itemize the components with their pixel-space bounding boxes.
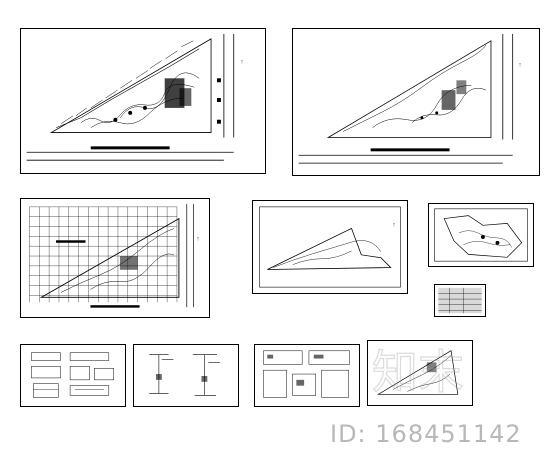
detail-plan-small-drawing	[434, 208, 528, 262]
site-plan-sheet-1: ↑	[20, 28, 266, 174]
detail-drawing-1	[31, 352, 114, 398]
site-plan-drawing-1: ↑	[26, 33, 244, 161]
legend-table-sheet	[434, 284, 486, 317]
watermark-logo: 知末	[371, 344, 464, 399]
svg-text:↑: ↑	[241, 60, 244, 66]
grid-plan-sheet: ↑	[20, 198, 210, 318]
svg-text:↑: ↑	[197, 236, 200, 242]
detail-drawing-4	[377, 350, 459, 395]
site-plan-drawing-2: ↑	[298, 33, 522, 164]
svg-text:↑: ↑	[393, 222, 396, 228]
detail-sheet-3	[254, 344, 360, 407]
site-plan-sheet-2: ↑	[292, 28, 540, 176]
detail-sheet-2	[133, 344, 239, 407]
grid-plan-drawing: ↑	[29, 203, 200, 308]
detail-drawing-3	[263, 350, 350, 398]
legend-table-drawing	[438, 287, 482, 314]
svg-text:知末: 知末	[372, 345, 464, 399]
svg-text:↑: ↑	[519, 62, 522, 68]
layout-plan-small-sheet: ↑	[252, 200, 408, 294]
detail-plan-small-sheet	[428, 203, 534, 267]
detail-drawing-2	[149, 354, 220, 396]
watermark-id-text: ID: 168451142	[330, 420, 522, 448]
detail-sheet-1	[20, 344, 126, 407]
detail-sheet-4	[367, 340, 473, 406]
layout-plan-small-drawing: ↑	[259, 206, 401, 288]
